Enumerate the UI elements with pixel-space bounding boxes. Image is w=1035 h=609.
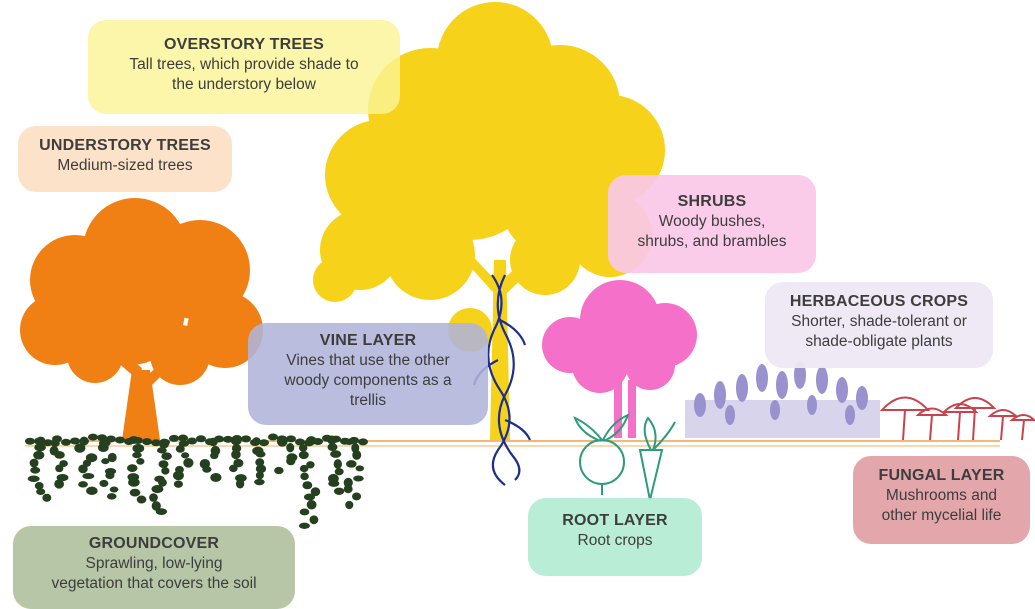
groundcover-desc-line: vegetation that covers the soil [25,574,283,594]
vine-desc-line: trellis [260,391,476,411]
overstory-title: OVERSTORY TREES [100,35,388,55]
root-desc-line: Root crops [540,531,690,551]
root-crop-icon [575,415,675,500]
fungal-desc-line: other mycelial life [865,506,1018,526]
groundcover-title: GROUNDCOVER [25,534,283,554]
ground-line [25,441,1000,446]
herbaceous-desc-line: Shorter, shade-tolerant or [777,312,981,332]
fungal-desc-line: Mushrooms and [865,486,1018,506]
root-layer-label: ROOT LAYER Root crops [528,498,702,576]
root-title: ROOT LAYER [540,511,690,531]
vine-layer-label: VINE LAYER Vines that use the other wood… [248,323,488,425]
overstory-desc-line: the understory below [100,75,388,95]
herbaceous-desc-line: shade-obligate plants [777,332,981,352]
shrubs-title: SHRUBS [620,192,804,212]
herbaceous-title: HERBACEOUS CROPS [777,292,981,312]
vine-title: VINE LAYER [260,331,476,351]
vine-desc-line: Vines that use the other [260,351,476,371]
understory-title: UNDERSTORY TREES [30,136,220,156]
overstory-layer-label: OVERSTORY TREES Tall trees, which provid… [88,20,400,114]
groundcover-desc-line: Sprawling, low-lying [25,554,283,574]
understory-tree-icon [20,198,263,440]
fungal-title: FUNGAL LAYER [865,466,1018,486]
shrubs-desc-line: shrubs, and brambles [620,232,804,252]
groundcover-layer-label: GROUNDCOVER Sprawling, low-lying vegetat… [13,526,295,609]
understory-layer-label: UNDERSTORY TREES Medium-sized trees [18,126,232,192]
overstory-desc-line: Tall trees, which provide shade to [100,55,388,75]
shrub-icon [542,280,697,438]
groundcover-icon [25,434,368,529]
shrubs-layer-label: SHRUBS Woody bushes, shrubs, and bramble… [608,175,816,273]
mushroom-icon [882,398,1034,441]
shrubs-desc-line: Woody bushes, [620,212,804,232]
herbaceous-plants-icon [685,361,880,438]
vine-desc-line: woody components as a [260,371,476,391]
understory-desc-line: Medium-sized trees [30,156,220,176]
herbaceous-layer-label: HERBACEOUS CROPS Shorter, shade-tolerant… [765,282,993,368]
fungal-layer-label: FUNGAL LAYER Mushrooms and other mycelia… [853,456,1030,544]
